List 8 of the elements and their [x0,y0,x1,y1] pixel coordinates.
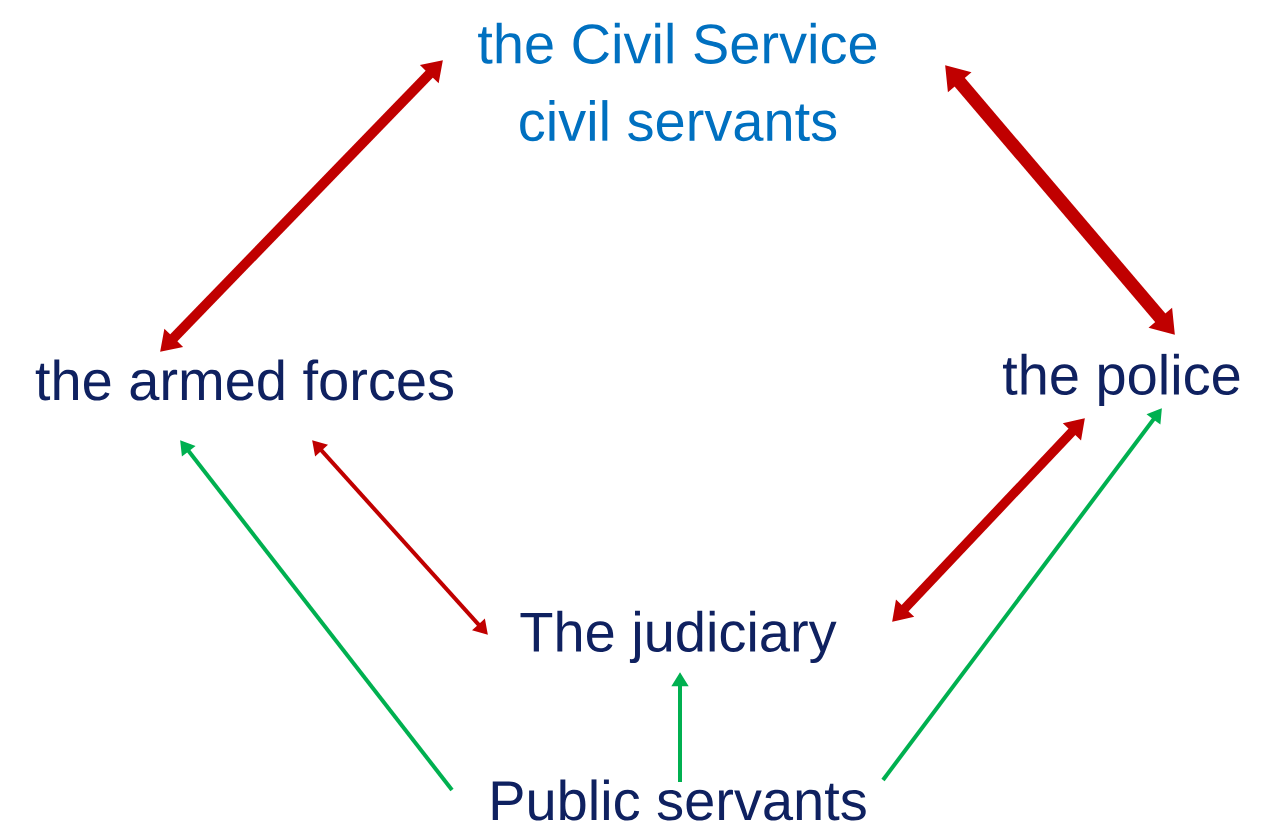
arrow [312,440,488,635]
arrow [892,418,1085,622]
node-label: the armed forces [35,359,453,401]
node-label: the police [1003,353,1240,407]
node-label: The judiciary [520,610,837,664]
node-label: the Civil Service civil servants [478,22,877,142]
arrow [160,60,443,352]
node-label: Public servants [492,779,866,821]
